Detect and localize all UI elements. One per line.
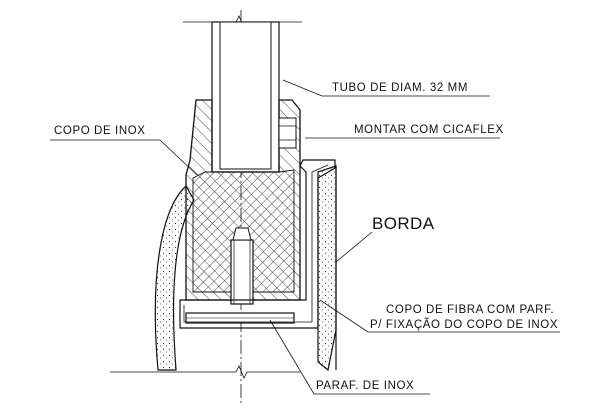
label-paraf: PARAF. DE INOX xyxy=(316,380,414,392)
left-lip xyxy=(154,185,195,371)
label-copo-fibra-2: P/ FIXAÇÃO DO COPO DE INOX xyxy=(370,318,558,331)
label-copo-inox: COPO DE INOX xyxy=(54,125,146,137)
bottom-break-line xyxy=(110,365,300,379)
label-montar: MONTAR COM CICAFLEX xyxy=(354,124,504,136)
fibre-cup xyxy=(179,159,336,329)
tube xyxy=(211,21,280,173)
borda-wall xyxy=(317,165,337,372)
leader-lines xyxy=(50,79,560,395)
cicaflex-seal xyxy=(278,117,297,149)
label-copo-fibra-1: COPO DE FIBRA COM PARF. xyxy=(386,304,554,316)
inox-bolt xyxy=(185,227,295,324)
label-tubo: TUBO DE DIAM. 32 MM xyxy=(332,82,468,94)
label-borda: BORDA xyxy=(372,214,435,233)
